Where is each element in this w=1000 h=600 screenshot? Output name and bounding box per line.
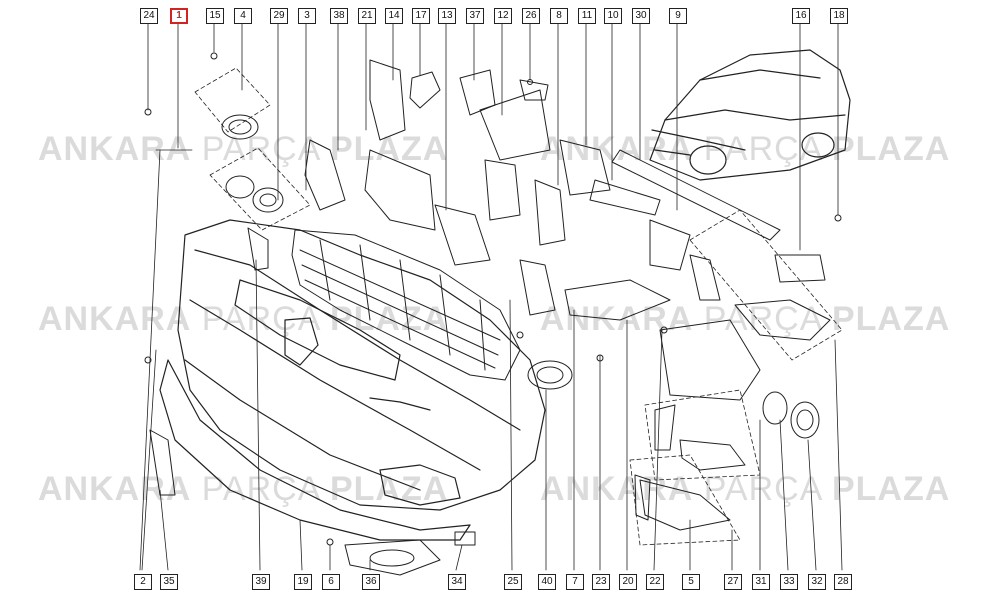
- watermark-row-1: ANKARA PARÇA PLAZA: [38, 130, 449, 168]
- part-label-8: 8: [550, 8, 568, 24]
- part-label-12: 12: [494, 8, 512, 24]
- part-label-9: 9: [669, 8, 687, 24]
- part-label-24: 24: [140, 8, 158, 24]
- part-label-17: 17: [412, 8, 430, 24]
- leader-lines-bottom: [141, 259, 843, 571]
- watermark-row-2: ANKARA PARÇA PLAZA: [540, 130, 951, 168]
- part-label-19: 19: [294, 574, 312, 590]
- car-illustration: [649, 49, 851, 181]
- part-label-15: 15: [206, 8, 224, 24]
- part-label-21: 21: [358, 8, 376, 24]
- part-label-26: 26: [522, 8, 540, 24]
- part-label-25: 25: [504, 574, 522, 590]
- misc-parts: [149, 59, 831, 576]
- part-label-23: 23: [592, 574, 610, 590]
- leader-lines-top: [139, 23, 839, 571]
- part-label-22: 22: [646, 574, 664, 590]
- part-label-30: 30: [632, 8, 650, 24]
- part-label-7: 7: [566, 574, 584, 590]
- part-label-37: 37: [466, 8, 484, 24]
- part-label-14: 14: [385, 8, 403, 24]
- part-label-2: 2: [134, 574, 152, 590]
- watermark-row-4: ANKARA PARÇA PLAZA: [540, 300, 951, 338]
- watermark-row-6: ANKARA PARÇA PLAZA: [540, 470, 951, 508]
- part-label-3: 3: [298, 8, 316, 24]
- fasteners: [144, 52, 842, 546]
- part-label-35: 35: [160, 574, 178, 590]
- part-label-20: 20: [619, 574, 637, 590]
- part-label-10: 10: [604, 8, 622, 24]
- part-label-31: 31: [752, 574, 770, 590]
- part-label-29: 29: [270, 8, 288, 24]
- part-label-11: 11: [578, 8, 596, 24]
- part-label-28: 28: [834, 574, 852, 590]
- part-label-32: 32: [808, 574, 826, 590]
- part-label-36: 36: [362, 574, 380, 590]
- dashed-groups: [194, 67, 843, 546]
- part-label-6: 6: [322, 574, 340, 590]
- part-label-38: 38: [330, 8, 348, 24]
- part-label-18: 18: [830, 8, 848, 24]
- watermark-row-5: ANKARA PARÇA PLAZA: [38, 470, 449, 508]
- part-label-39: 39: [252, 574, 270, 590]
- grille: [291, 229, 521, 381]
- bumper-cover: [177, 219, 546, 511]
- part-label-1: 1: [170, 8, 188, 24]
- part-label-27: 27: [724, 574, 742, 590]
- part-label-40: 40: [538, 574, 556, 590]
- part-label-16: 16: [792, 8, 810, 24]
- upper-bracket: [234, 279, 401, 381]
- part-label-4: 4: [234, 8, 252, 24]
- part-label-13: 13: [438, 8, 456, 24]
- part-label-5: 5: [682, 574, 700, 590]
- lower-spoiler: [159, 359, 471, 541]
- part-label-33: 33: [780, 574, 798, 590]
- part-label-34: 34: [448, 574, 466, 590]
